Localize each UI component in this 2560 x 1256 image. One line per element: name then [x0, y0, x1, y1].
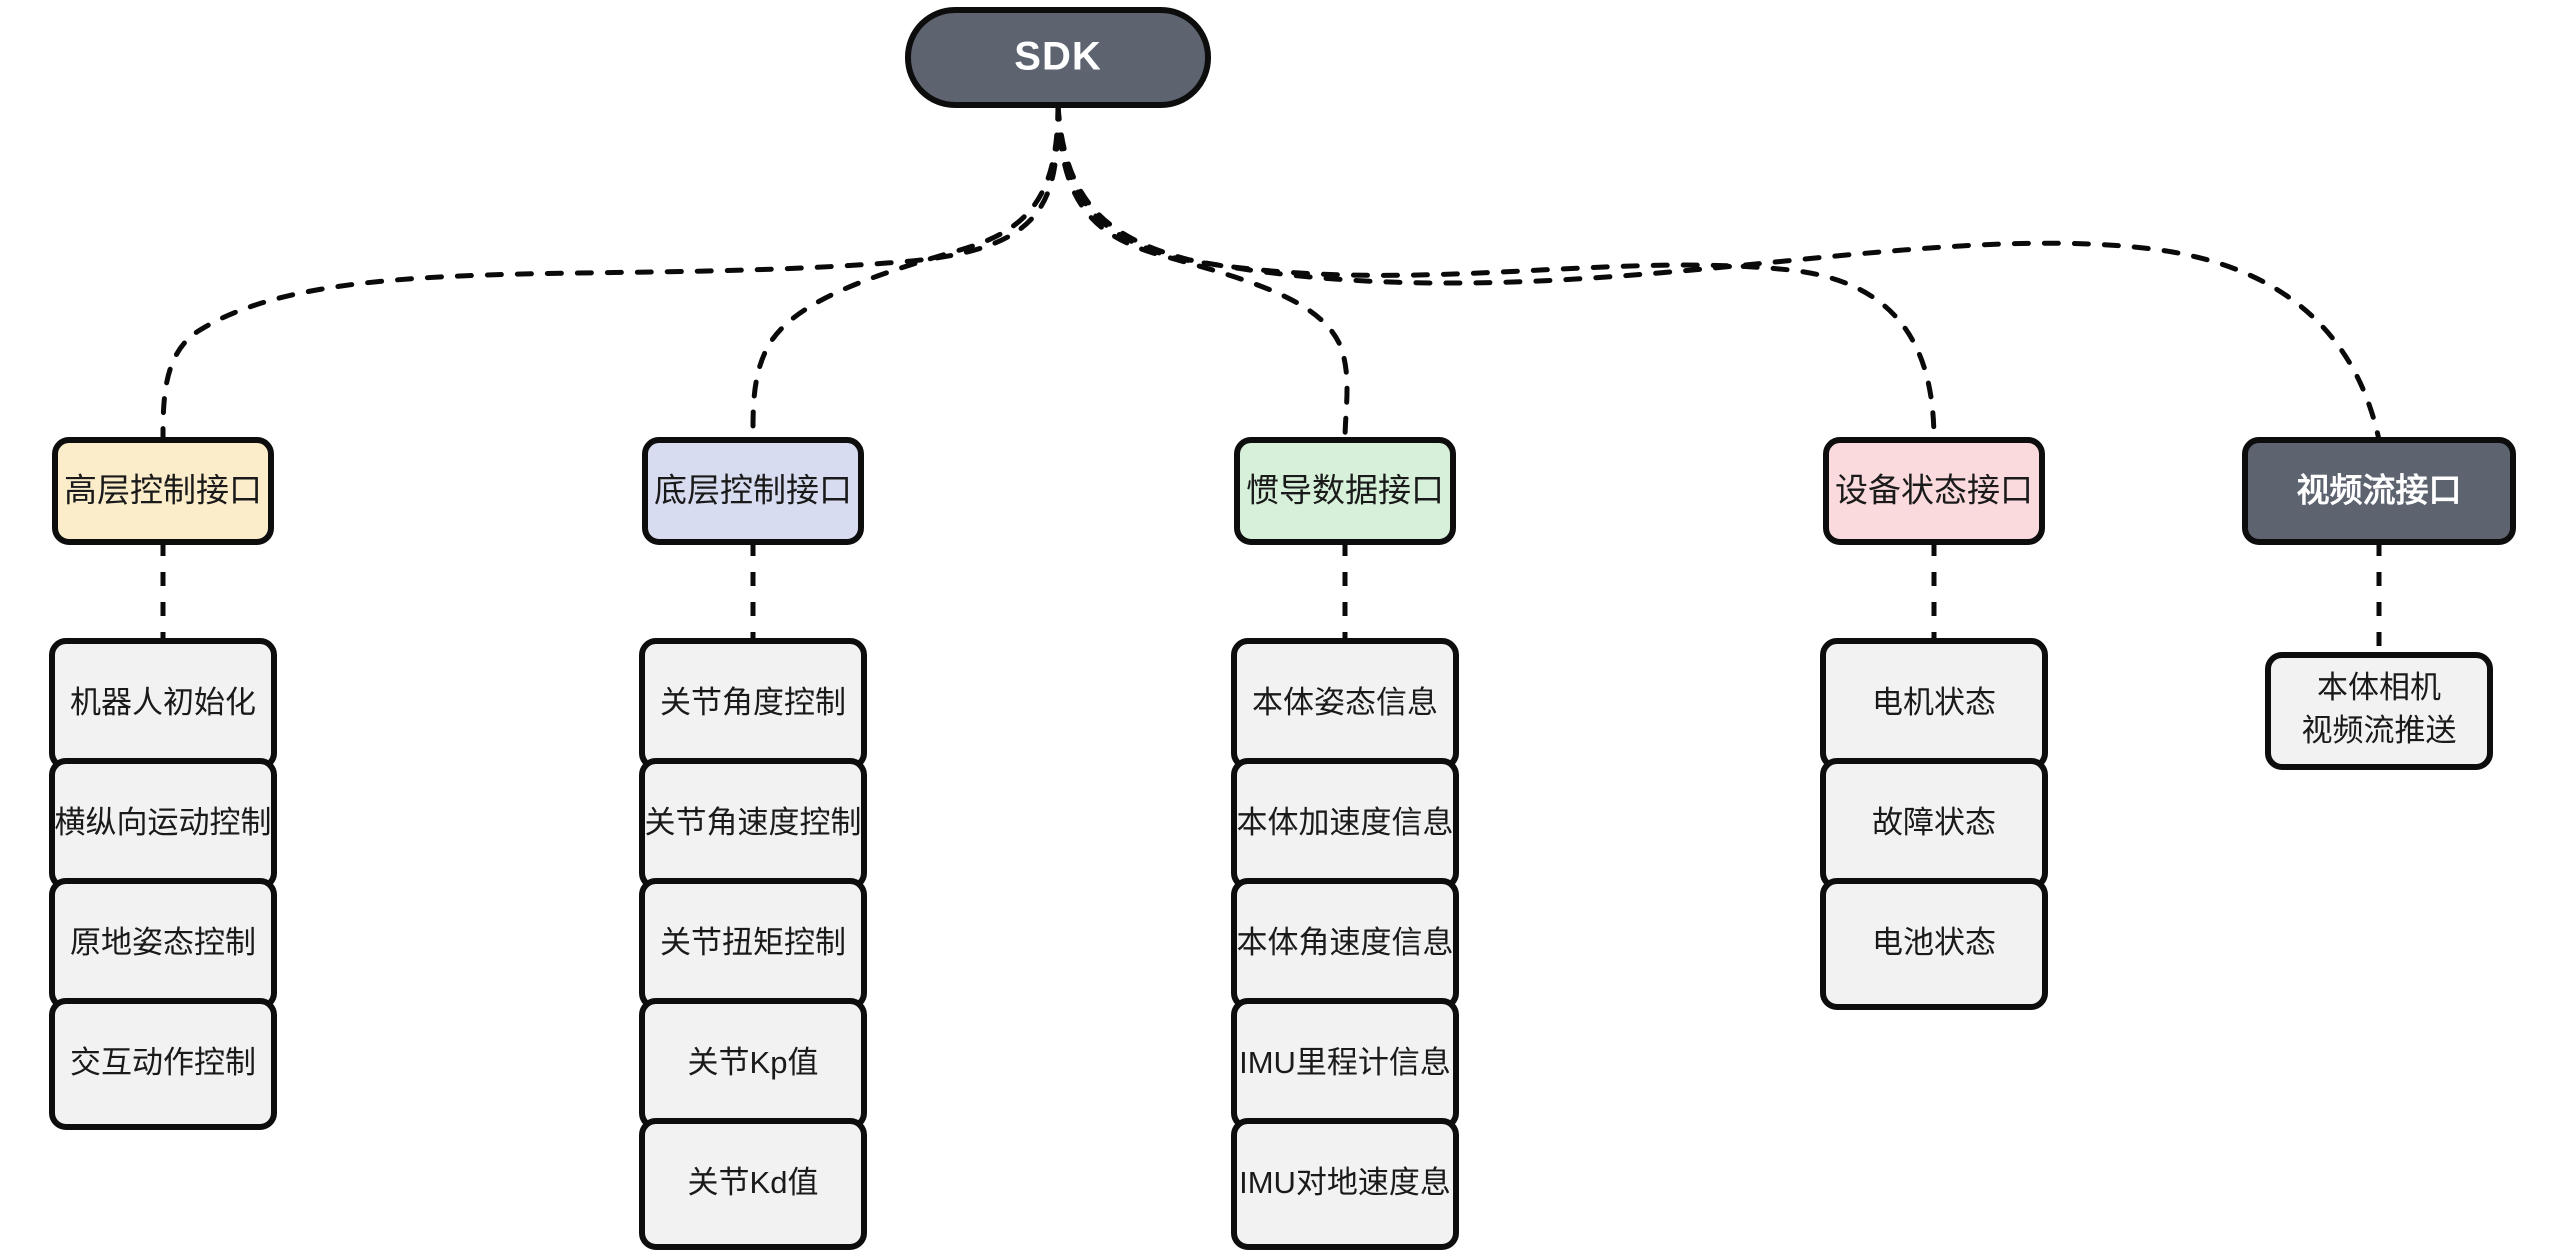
leaf-label: 机器人初始化	[70, 685, 256, 720]
edge-group-root	[160, 102, 2382, 443]
leaf-node[interactable]: 机器人初始化	[49, 638, 277, 770]
category-device-status-shape	[1823, 437, 2045, 545]
category-video-stream-shape	[2242, 437, 2516, 545]
leaf-label-line1: 本体相机	[2317, 670, 2441, 705]
leaf-node[interactable]: 电机状态	[1820, 638, 2048, 770]
node-category-imu-data[interactable]: 惯导数据接口	[1234, 437, 1456, 545]
category-low-level-control-label: 底层控制接口	[654, 472, 852, 509]
leaf-node[interactable]: 本体角速度信息	[1231, 878, 1459, 1010]
edge-sdk-to-imu-data	[1055, 102, 1350, 443]
leaf-shape	[639, 1118, 867, 1250]
leaf-label: 电机状态	[1872, 685, 1996, 720]
leaf-node[interactable]: 本体姿态信息	[1231, 638, 1459, 770]
leaf-node[interactable]: 横纵向运动控制	[49, 758, 277, 890]
leaf-node[interactable]: 故障状态	[1820, 758, 2048, 890]
leaf-shape	[1820, 878, 2048, 1010]
leaf-label: 关节扭矩控制	[660, 925, 846, 960]
leaf-node[interactable]: IMU里程计信息	[1231, 998, 1459, 1130]
leaf-group-device-status: 电机状态 故障状态 电池状态	[1820, 638, 2048, 1010]
category-video-stream-label: 视频流接口	[2297, 472, 2462, 509]
category-high-level-control-label: 高层控制接口	[64, 472, 262, 509]
leaf-shape	[2265, 652, 2493, 770]
leaf-label: 关节角速度控制	[645, 805, 862, 840]
leaf-label: 原地姿态控制	[70, 925, 256, 960]
edge-sdk-to-device-status	[1055, 102, 1937, 443]
edge-sdk-to-low-level-control	[750, 102, 1061, 443]
node-category-high-level-control[interactable]: 高层控制接口	[52, 437, 274, 545]
node-sdk-root[interactable]: SDK	[905, 7, 1211, 108]
leaf-node[interactable]: 本体相机 视频流推送	[2265, 652, 2493, 770]
sdk-root-shape	[905, 7, 1211, 108]
category-low-level-control-shape	[642, 437, 864, 545]
leaf-label: IMU里程计信息	[1239, 1045, 1451, 1080]
category-imu-data-label: 惯导数据接口	[1246, 472, 1444, 509]
leaf-label: 关节Kd值	[688, 1165, 819, 1200]
leaf-label: 交互动作控制	[70, 1045, 256, 1080]
edge-sdk-to-video-stream	[1055, 102, 2382, 443]
leaf-node[interactable]: 交互动作控制	[49, 998, 277, 1130]
leaf-group-high-level-control: 机器人初始化 横纵向运动控制 原地姿态控制 交互动作控制	[49, 638, 277, 1130]
leaf-label: 横纵向运动控制	[55, 805, 272, 840]
leaf-label: 关节Kp值	[688, 1045, 819, 1080]
leaf-shape	[49, 998, 277, 1130]
leaf-label-line2: 视频流推送	[2302, 713, 2457, 748]
leaf-label: 关节角度控制	[660, 685, 846, 720]
node-category-video-stream[interactable]: 视频流接口	[2242, 437, 2516, 545]
edge-sdk-to-high-level-control	[160, 102, 1061, 443]
leaf-node[interactable]: 关节Kd值	[639, 1118, 867, 1250]
leaf-node[interactable]: 关节Kp值	[639, 998, 867, 1130]
leaf-node[interactable]: 关节角速度控制	[639, 758, 867, 890]
leaf-label: 本体角速度信息	[1237, 925, 1454, 960]
leaf-node[interactable]: 本体加速度信息	[1231, 758, 1459, 890]
leaf-node[interactable]: 原地姿态控制	[49, 878, 277, 1010]
edge-group-categories	[160, 542, 2382, 655]
leaf-node[interactable]: 关节扭矩控制	[639, 878, 867, 1010]
leaf-label: 电池状态	[1872, 925, 1996, 960]
leaf-label: IMU对地速度息	[1239, 1165, 1451, 1200]
leaf-label: 故障状态	[1872, 805, 1996, 840]
leaf-node[interactable]: 电池状态	[1820, 878, 2048, 1010]
category-device-status-label: 设备状态接口	[1835, 472, 2033, 509]
leaf-label: 本体加速度信息	[1237, 805, 1454, 840]
leaf-group-imu-data: 本体姿态信息 本体加速度信息 本体角速度信息 IMU里程计信息 IMU对地速度息	[1231, 638, 1459, 1250]
leaf-group-video-stream: 本体相机 视频流推送	[2265, 652, 2493, 770]
leaf-node[interactable]: IMU对地速度息	[1231, 1118, 1459, 1250]
category-imu-data-shape	[1234, 437, 1456, 545]
category-high-level-control-shape	[52, 437, 274, 545]
leaf-node[interactable]: 关节角度控制	[639, 638, 867, 770]
node-category-low-level-control[interactable]: 底层控制接口	[642, 437, 864, 545]
sdk-root-label: SDK	[1014, 35, 1101, 79]
leaf-shape	[1231, 1118, 1459, 1250]
leaf-label: 本体姿态信息	[1252, 685, 1438, 720]
node-category-device-status[interactable]: 设备状态接口	[1823, 437, 2045, 545]
leaf-group-low-level-control: 关节角度控制 关节角速度控制 关节扭矩控制 关节Kp值 关节Kd值	[639, 638, 867, 1250]
